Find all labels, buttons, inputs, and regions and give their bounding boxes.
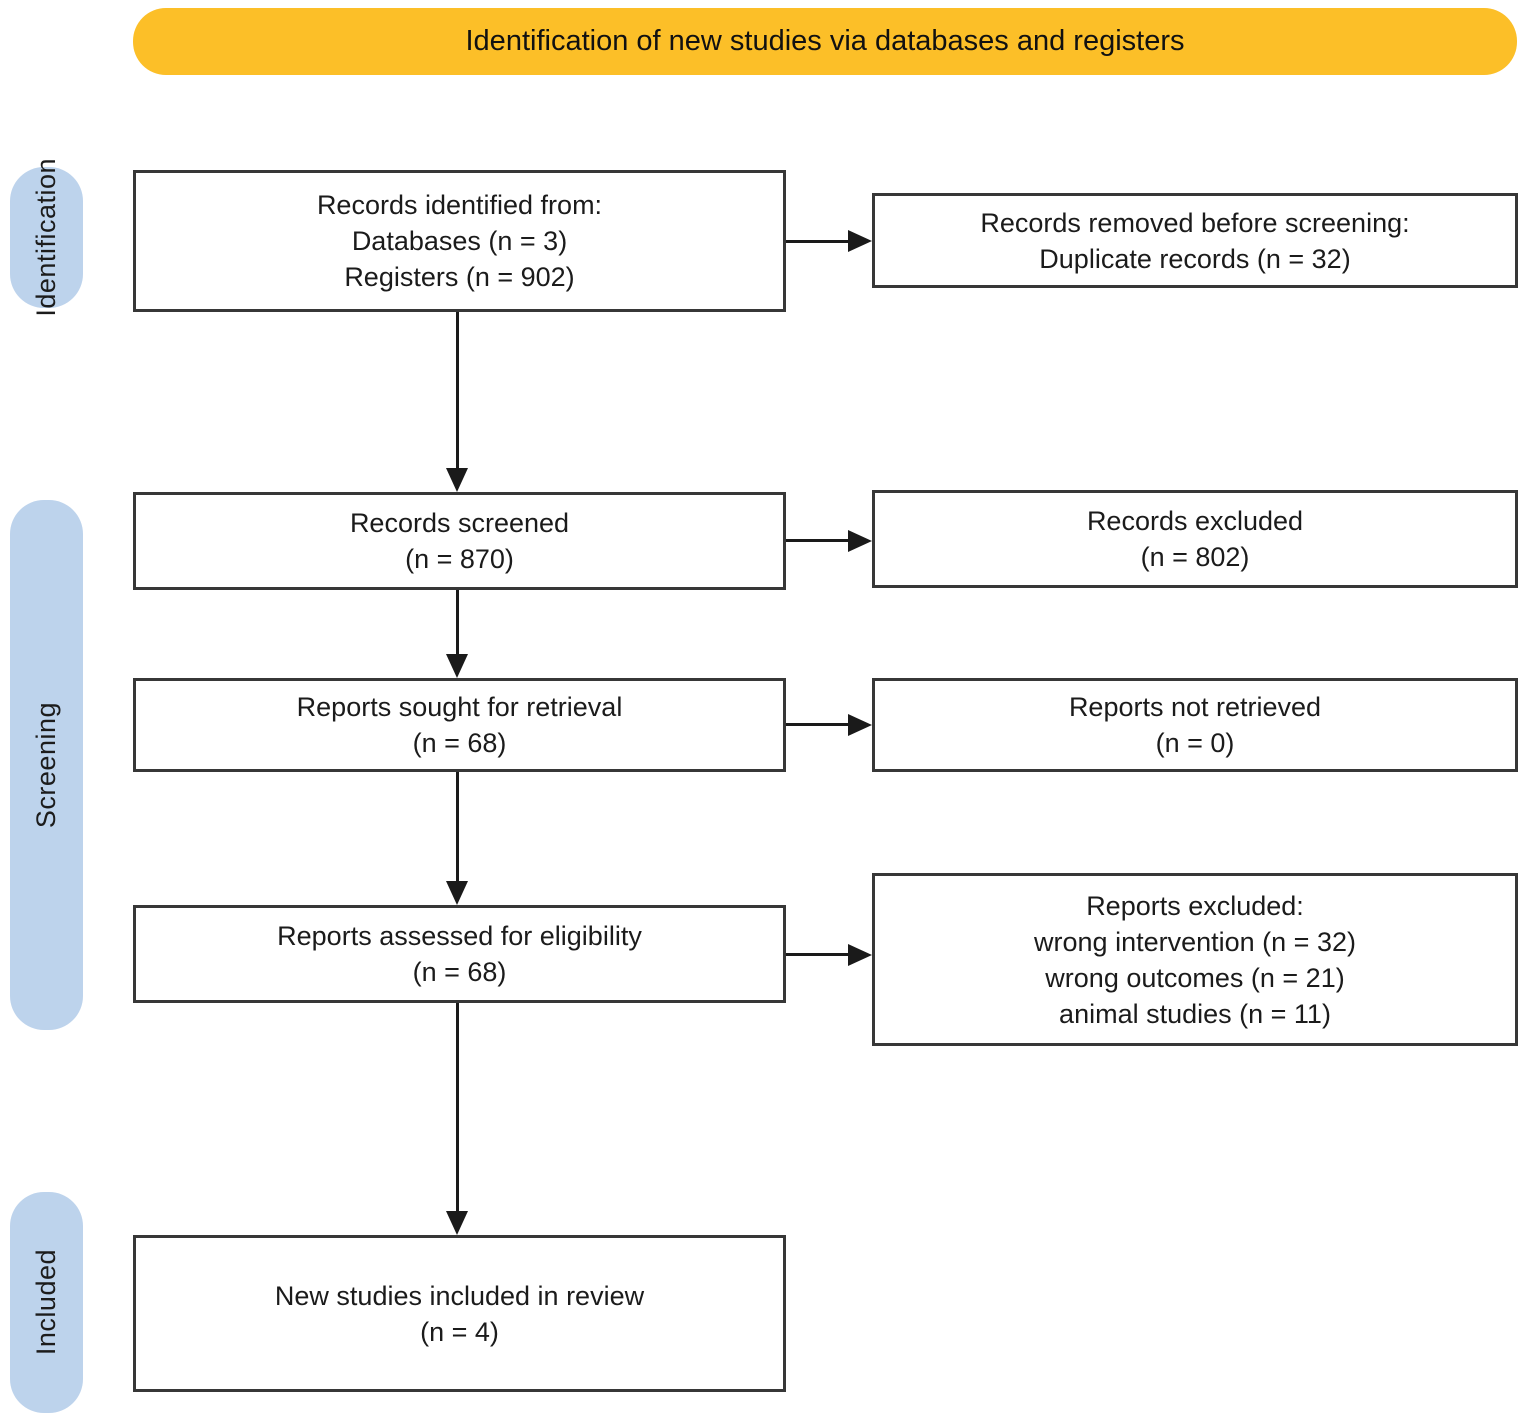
stage-identification: Identification	[10, 158, 83, 317]
box-reports-sought: Reports sought for retrieval (n = 68)	[133, 678, 786, 772]
stage-screening: Screening	[10, 500, 83, 1030]
arrow-assessed-to-included-head	[446, 1211, 468, 1235]
box-records-identified: Records identified from: Databases (n = …	[133, 170, 786, 312]
box-line: (n = 68)	[412, 957, 507, 987]
box-records-excluded: Records excluded (n = 802)	[872, 490, 1518, 588]
box-line: Reports sought for retrieval	[296, 692, 623, 722]
arrow-sought-to-assessed-head	[446, 881, 468, 905]
box-records-removed: Records removed before screening: Duplic…	[872, 193, 1518, 288]
arrow-screened-to-sought-head	[446, 654, 468, 678]
box-line: (n = 802)	[1140, 542, 1250, 572]
box-line: Databases (n = 3)	[351, 226, 568, 256]
arrow-identified-to-screened-line	[456, 312, 459, 470]
arrow-assessed-to-excluded-line	[786, 953, 848, 956]
arrow-identified-to-screened-head	[446, 468, 468, 492]
box-line: animal studies (n = 11)	[1059, 998, 1331, 1029]
arrow-sought-to-not-retrieved-head	[848, 714, 872, 736]
box-line: (n = 870)	[405, 544, 514, 574]
box-line: (n = 68)	[412, 728, 507, 758]
box-line: Duplicate records (n = 32)	[1039, 243, 1351, 274]
box-line: Reports excluded:	[1086, 890, 1304, 921]
arrow-screened-to-excluded-head	[848, 530, 872, 552]
box-line: Registers (n = 902)	[344, 262, 575, 292]
arrow-sought-to-not-retrieved-line	[786, 723, 848, 726]
banner-label: Identification of new studies via databa…	[465, 25, 1185, 57]
box-line: Reports assessed for eligibility	[277, 921, 642, 951]
box-line: wrong intervention (n = 32)	[1034, 926, 1356, 957]
arrow-assessed-to-included-line	[456, 1003, 459, 1211]
banner-identification-of-new-studies: Identification of new studies via databa…	[133, 8, 1517, 75]
arrow-sought-to-assessed-line	[456, 772, 459, 881]
box-line: Records excluded	[1086, 506, 1304, 536]
arrow-assessed-to-excluded-head	[848, 944, 872, 966]
box-line: Reports not retrieved	[1068, 692, 1322, 722]
box-line: New studies included in review	[274, 1280, 645, 1311]
box-line: (n = 0)	[1155, 728, 1235, 758]
stage-included-label: Included	[31, 1249, 61, 1356]
arrow-identified-to-removed-line	[786, 240, 848, 243]
box-line: Records screened	[349, 508, 570, 538]
box-reports-not-retrieved: Reports not retrieved (n = 0)	[872, 678, 1518, 772]
arrow-identified-to-removed-head	[848, 230, 872, 252]
box-records-screened: Records screened (n = 870)	[133, 492, 786, 590]
box-reports-assessed: Reports assessed for eligibility (n = 68…	[133, 905, 786, 1003]
box-reports-excluded: Reports excluded: wrong intervention (n …	[872, 873, 1518, 1046]
box-line: Records removed before screening:	[980, 207, 1410, 238]
stage-identification-label: Identification	[31, 158, 61, 317]
box-line: (n = 4)	[420, 1316, 499, 1347]
box-new-studies-included: New studies included in review (n = 4)	[133, 1235, 786, 1392]
arrow-screened-to-sought-line	[456, 590, 459, 654]
box-line: wrong outcomes (n = 21)	[1045, 962, 1345, 993]
arrow-screened-to-excluded-line	[786, 539, 848, 542]
box-line: Records identified from:	[316, 190, 603, 220]
stage-included: Included	[10, 1192, 83, 1413]
stage-screening-label: Screening	[31, 701, 61, 829]
